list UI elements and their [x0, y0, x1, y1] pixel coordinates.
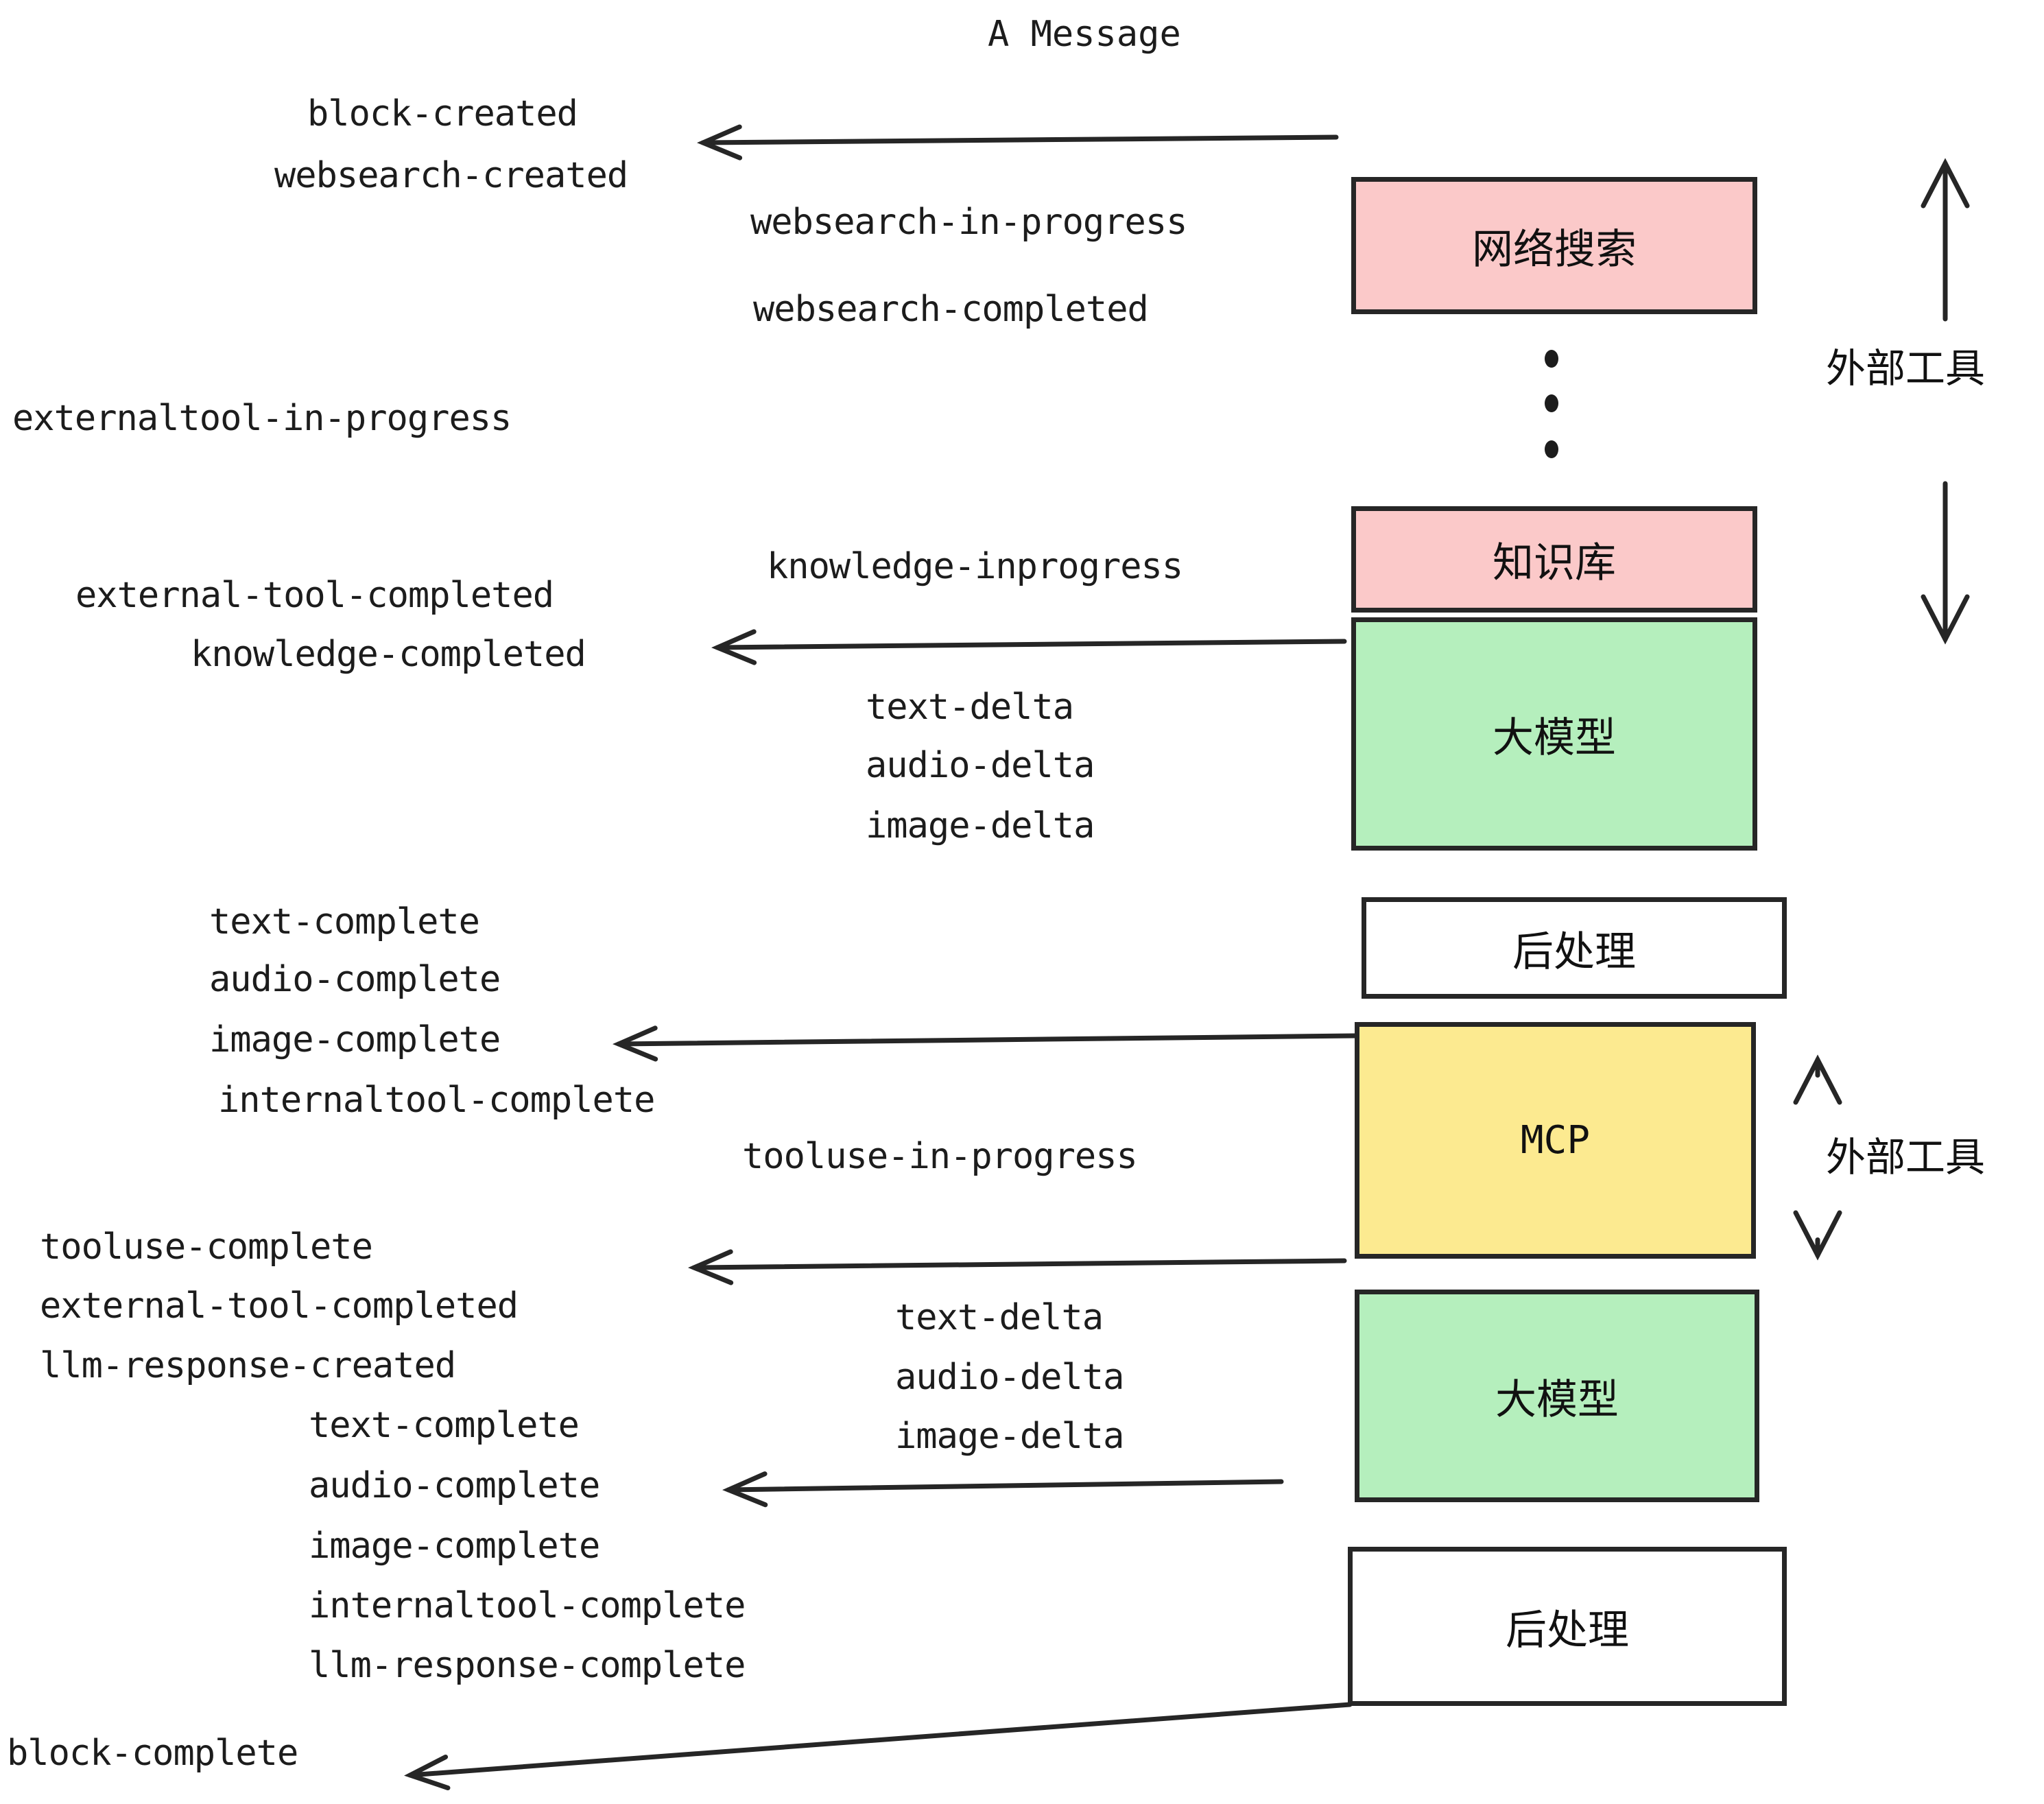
event-label-image-complete-2: image-complete	[309, 1526, 600, 1567]
event-label-knowledge-completed: knowledge-completed	[191, 634, 586, 675]
event-label-audio-complete-2: audio-complete	[309, 1465, 600, 1506]
event-label-text-complete-1: text-complete	[209, 901, 480, 942]
node-box-llm-2: 大模型	[1355, 1290, 1759, 1502]
event-label-internaltool-complete-1: internaltool-complete	[218, 1080, 655, 1121]
group-label-external-tools-bottom: 外部工具	[1826, 1134, 1986, 1180]
arrow-mcp-to-events	[688, 1249, 1347, 1285]
event-label-tooluse-in-progress: tooluse-in-progress	[742, 1136, 1138, 1177]
node-label: 大模型	[1495, 1375, 1619, 1424]
ellipsis-dot-icon	[1545, 350, 1558, 368]
event-label-audio-delta-1: audio-delta	[866, 745, 1095, 786]
group-label-external-tools-top: 外部工具	[1826, 345, 1986, 392]
arrow-postprocess1-to-events	[613, 1025, 1357, 1062]
event-label-knowledge-inprogress: knowledge-inprogress	[767, 546, 1183, 587]
node-box-mcp: MCP	[1355, 1022, 1756, 1259]
event-label-externaltool-in-progress: externaltool-in-progress	[12, 398, 512, 439]
event-label-internaltool-complete-2: internaltool-complete	[309, 1585, 746, 1626]
external-tools-bottom-arrow	[1793, 1054, 1842, 1261]
node-label: 大模型	[1493, 713, 1616, 762]
page-title: A Message	[988, 14, 1181, 55]
arrow-postprocess2-to-block-complete	[404, 1702, 1353, 1791]
event-label-websearch-created: websearch-created	[274, 155, 628, 196]
node-label: 网络搜索	[1472, 225, 1637, 274]
node-label: 后处理	[1506, 1606, 1629, 1654]
ellipsis-dot-icon	[1545, 440, 1558, 458]
event-label-text-complete-2: text-complete	[309, 1405, 580, 1446]
ellipsis-dot-icon	[1545, 394, 1558, 412]
event-label-websearch-in-progress: websearch-in-progress	[750, 202, 1187, 243]
node-label: MCP	[1520, 1118, 1591, 1163]
node-box-postprocess-1: 后处理	[1362, 897, 1787, 999]
event-label-image-complete-1: image-complete	[209, 1019, 501, 1060]
event-label-text-delta-2: text-delta	[895, 1297, 1104, 1338]
event-label-audio-complete-1: audio-complete	[209, 959, 501, 1000]
arrow-llm2-to-events	[722, 1471, 1284, 1508]
arrow-knowledge-to-events	[711, 629, 1347, 665]
arrow-websearch-to-events	[697, 124, 1339, 161]
event-label-block-created: block-created	[307, 93, 578, 134]
node-box-llm-1: 大模型	[1351, 617, 1757, 851]
event-label-tooluse-complete: tooluse-complete	[40, 1226, 373, 1268]
node-box-knowledge: 知识库	[1351, 506, 1757, 613]
event-label-block-complete: block-complete	[7, 1733, 298, 1774]
event-label-text-delta-1: text-delta	[866, 687, 1074, 728]
node-label: 知识库	[1493, 539, 1616, 587]
external-tools-top-arrow	[1921, 158, 1970, 645]
event-label-llm-response-created: llm-response-created	[40, 1345, 456, 1386]
event-label-audio-delta-2: audio-delta	[895, 1357, 1124, 1398]
event-label-external-tool-completed-1: external-tool-completed	[75, 575, 554, 616]
event-label-websearch-completed: websearch-completed	[753, 289, 1149, 330]
node-box-websearch: 网络搜索	[1351, 177, 1757, 314]
event-label-external-tool-completed-2: external-tool-completed	[40, 1285, 519, 1327]
node-label: 后处理	[1512, 927, 1636, 976]
node-box-postprocess-2: 后处理	[1348, 1547, 1787, 1706]
event-label-image-delta-2: image-delta	[895, 1416, 1124, 1457]
event-label-llm-response-complete: llm-response-complete	[309, 1645, 746, 1686]
event-label-image-delta-1: image-delta	[866, 805, 1095, 846]
